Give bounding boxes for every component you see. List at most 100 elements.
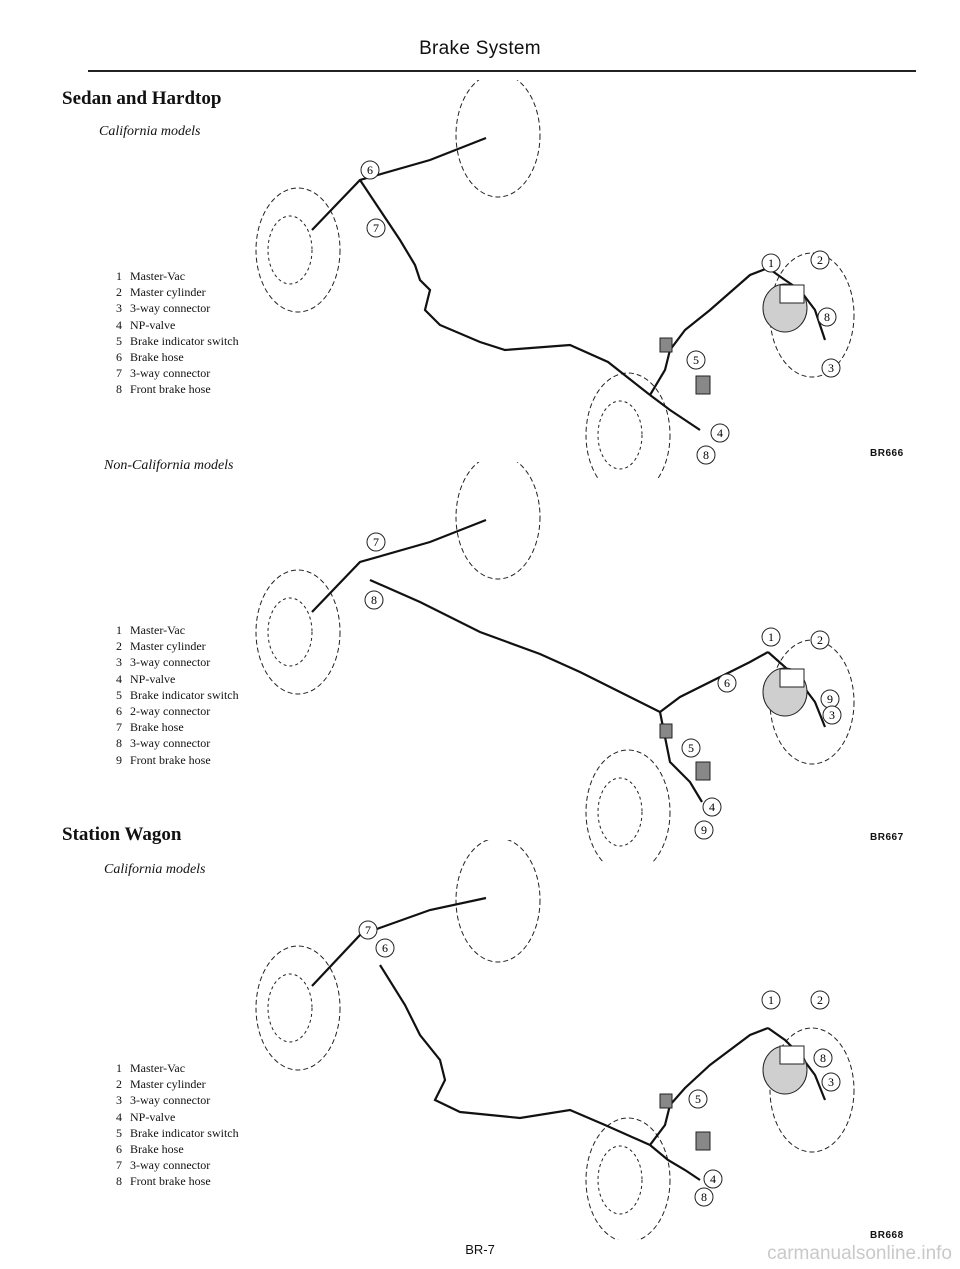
- subheading-non-california: Non-California models: [104, 458, 234, 473]
- callout-2: 2: [810, 990, 830, 1010]
- callout-2: 2: [810, 630, 830, 650]
- part-callouts: 6 7 1 2 8 3 5 4 8: [360, 160, 841, 465]
- subheading-california-2: California models: [104, 862, 206, 877]
- master-cylinder: [659, 667, 808, 781]
- callout-8: 8: [364, 590, 384, 610]
- callout-1: 1: [761, 990, 781, 1010]
- svg-text:4: 4: [709, 800, 715, 814]
- svg-text:7: 7: [365, 923, 371, 937]
- svg-text:4: 4: [710, 1172, 716, 1186]
- svg-text:4: 4: [717, 426, 723, 440]
- figure-code-br668: BR668: [870, 1230, 904, 1241]
- figure-code-br666: BR666: [870, 448, 904, 459]
- svg-text:8: 8: [703, 448, 709, 462]
- callout-4: 4: [703, 1169, 723, 1189]
- callout-5: 5: [688, 1089, 708, 1109]
- svg-text:9: 9: [701, 823, 707, 837]
- brake-line-diagram-wagon-california: 7 6 1 2 8 3 5 4 8: [255, 840, 855, 1240]
- callout-6: 6: [360, 160, 380, 180]
- master-cylinder: [659, 283, 808, 395]
- svg-text:3: 3: [829, 708, 835, 722]
- brake-line-diagram-non-california: 7 8 1 2 6 9 3 5 4 9: [255, 462, 855, 862]
- callout-8: 8: [817, 307, 837, 327]
- callout-2: 2: [810, 250, 830, 270]
- svg-text:6: 6: [382, 941, 388, 955]
- callout-8b: 8: [696, 445, 716, 465]
- callout-9b: 9: [694, 820, 714, 840]
- svg-text:3: 3: [828, 361, 834, 375]
- brake-lines: [311, 136, 827, 431]
- callout-7: 7: [366, 532, 386, 552]
- callout-3: 3: [822, 705, 842, 725]
- callout-4: 4: [702, 797, 722, 817]
- svg-text:5: 5: [688, 741, 694, 755]
- page-header-title: Brake System: [419, 38, 541, 59]
- part-callouts: 7 8 1 2 6 9 3 5 4 9: [364, 532, 842, 840]
- header-rule: [88, 70, 916, 72]
- callout-3: 3: [821, 1072, 841, 1092]
- brake-line-diagram-sedan-california: 6 7 1 2 8 3 5 4 8: [255, 80, 855, 480]
- callout-7: 7: [366, 218, 386, 238]
- svg-text:5: 5: [693, 353, 699, 367]
- wheels: [255, 462, 855, 862]
- svg-text:2: 2: [817, 253, 823, 267]
- svg-text:8: 8: [371, 593, 377, 607]
- svg-text:7: 7: [373, 535, 379, 549]
- svg-text:1: 1: [768, 993, 774, 1007]
- brake-lines: [311, 518, 827, 803]
- callout-8: 8: [813, 1048, 833, 1068]
- section-heading-station-wagon: Station Wagon: [62, 824, 182, 845]
- callout-6: 6: [375, 938, 395, 958]
- svg-text:5: 5: [695, 1092, 701, 1106]
- svg-text:7: 7: [373, 221, 379, 235]
- svg-text:2: 2: [817, 633, 823, 647]
- svg-text:9: 9: [827, 692, 833, 706]
- wheels: [255, 80, 855, 480]
- subheading-california-1: California models: [99, 124, 201, 139]
- callout-5: 5: [681, 738, 701, 758]
- page-number: BR-7: [465, 1242, 495, 1257]
- section-heading-sedan-hardtop: Sedan and Hardtop: [62, 88, 222, 109]
- svg-text:2: 2: [817, 993, 823, 1007]
- svg-text:6: 6: [367, 163, 373, 177]
- watermark: carmanualsonline.info: [767, 1243, 952, 1264]
- master-cylinder: [659, 1045, 808, 1151]
- wheels: [255, 840, 855, 1240]
- svg-text:8: 8: [820, 1051, 826, 1065]
- callout-6: 6: [717, 673, 737, 693]
- svg-text:6: 6: [724, 676, 730, 690]
- callout-9: 9: [820, 689, 840, 709]
- svg-text:8: 8: [701, 1190, 707, 1204]
- svg-text:1: 1: [768, 630, 774, 644]
- callout-5: 5: [686, 350, 706, 370]
- callout-3: 3: [821, 358, 841, 378]
- part-callouts: 7 6 1 2 8 3 5 4 8: [358, 920, 841, 1207]
- figure-code-br667: BR667: [870, 832, 904, 843]
- callout-4: 4: [710, 423, 730, 443]
